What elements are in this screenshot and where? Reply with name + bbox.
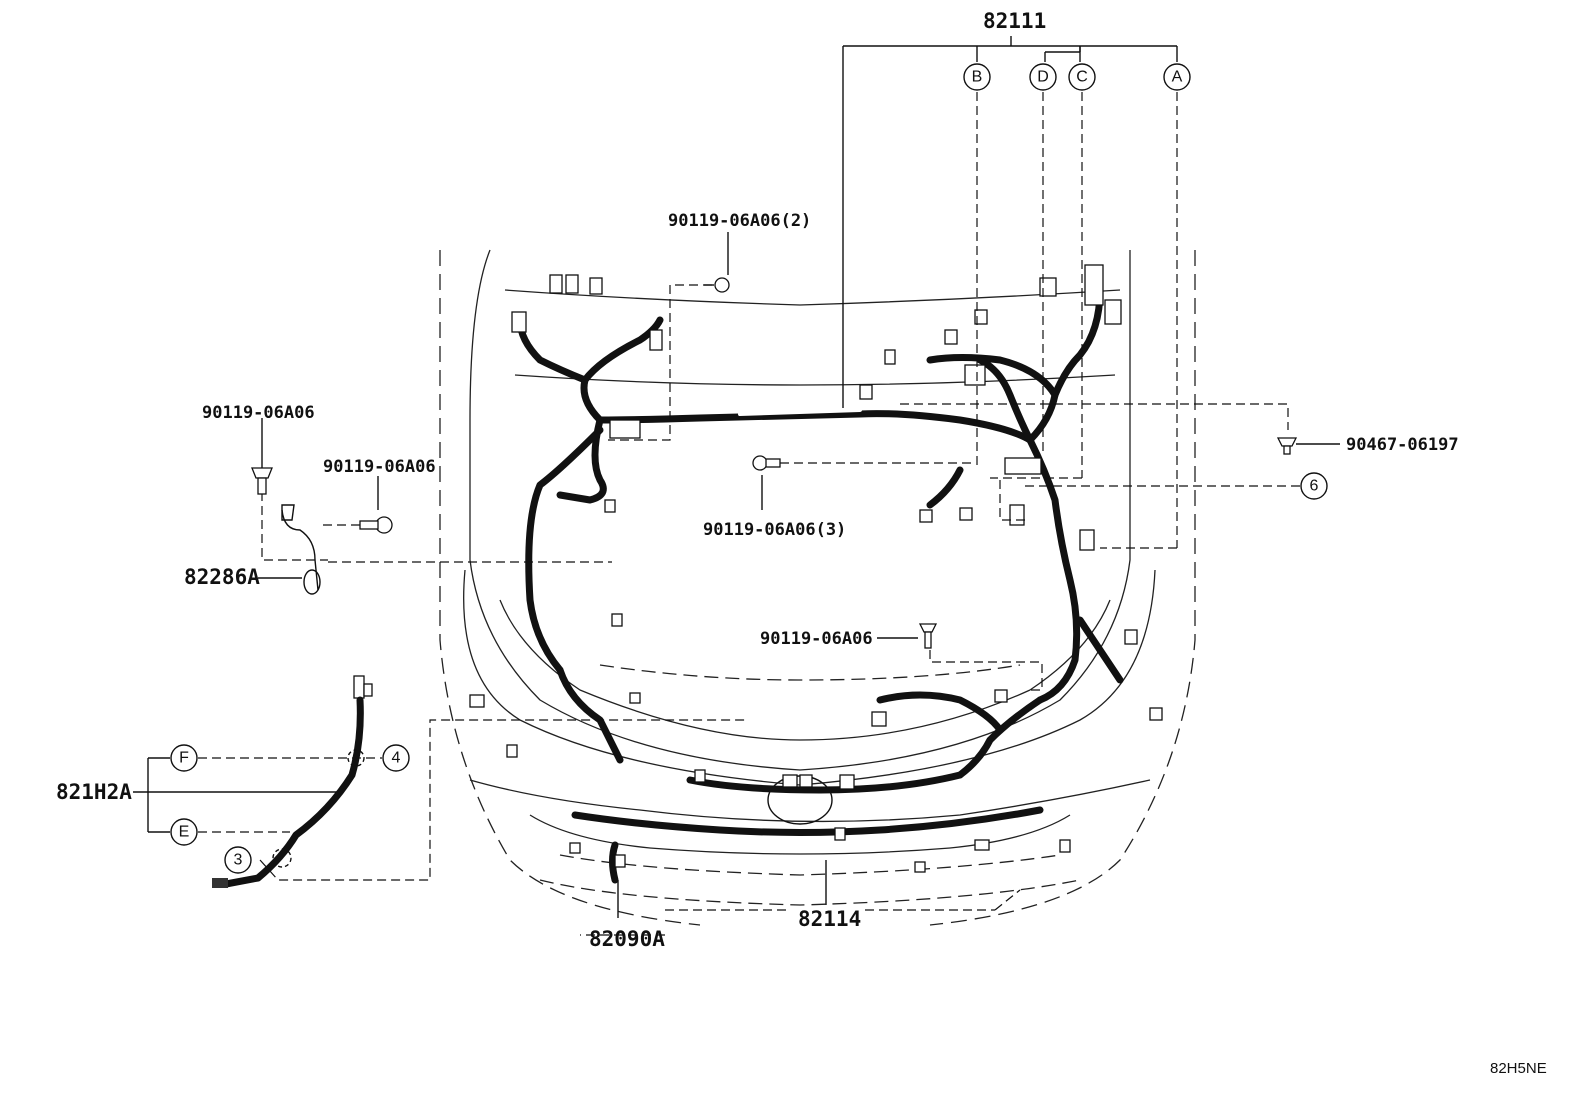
callout-4: 4 (382, 744, 410, 772)
part-label-90467: 90467-06197 (1346, 435, 1459, 455)
harness-connectors (469, 264, 1163, 873)
svg-text:B: B (972, 69, 983, 86)
leader-82111 (842, 36, 1178, 549)
callout-B: B (963, 63, 991, 91)
clip-icon (1276, 437, 1298, 455)
bolt-icon (704, 277, 730, 293)
callout-D: D (1029, 63, 1057, 91)
callout-6: 6 (1300, 472, 1328, 500)
bracket-82286A-sketch (281, 504, 321, 595)
part-label-82111: 82111 (983, 9, 1046, 33)
leader-lines (133, 232, 1340, 936)
engine-room-main-harness (516, 286, 1124, 794)
bolt-icon (752, 455, 781, 471)
part-label-82090A: 82090A (589, 927, 665, 951)
svg-text:4: 4 (392, 750, 401, 767)
svg-text:D: D (1037, 69, 1049, 86)
svg-text:C: C (1076, 69, 1088, 86)
small-parts (212, 277, 1298, 888)
part-label-bolt-left-upper: 90119-06A06 (202, 403, 315, 423)
svg-text:F: F (179, 750, 189, 767)
diagram-code: 82H5NE (1490, 1060, 1547, 1077)
part-label-821H2A: 821H2A (56, 780, 132, 804)
svg-text:3: 3 (234, 852, 243, 869)
bolt-icon (251, 467, 273, 495)
callout-A: A (1163, 63, 1191, 91)
sensor-wire-821H2A-sketch (212, 675, 373, 888)
bolt-icon (359, 516, 393, 534)
bolt-icon (918, 623, 938, 649)
part-label-bolt-top: 90119-06A06(2) (668, 211, 811, 231)
svg-text:6: 6 (1310, 478, 1319, 495)
callout-3: 3 (224, 846, 252, 874)
part-label-82286A: 82286A (184, 565, 260, 589)
part-label-82114: 82114 (798, 907, 861, 931)
callout-E: E (170, 818, 198, 846)
callout-F: F (170, 744, 198, 772)
part-label-bolt-center: 90119-06A06(3) (703, 520, 846, 540)
part-label-bolt-front: 90119-06A06 (760, 629, 873, 649)
part-label-bolt-left-lower: 90119-06A06 (323, 457, 436, 477)
svg-text:A: A (1172, 69, 1183, 86)
svg-text:E: E (179, 824, 190, 841)
callout-C: C (1068, 63, 1096, 91)
